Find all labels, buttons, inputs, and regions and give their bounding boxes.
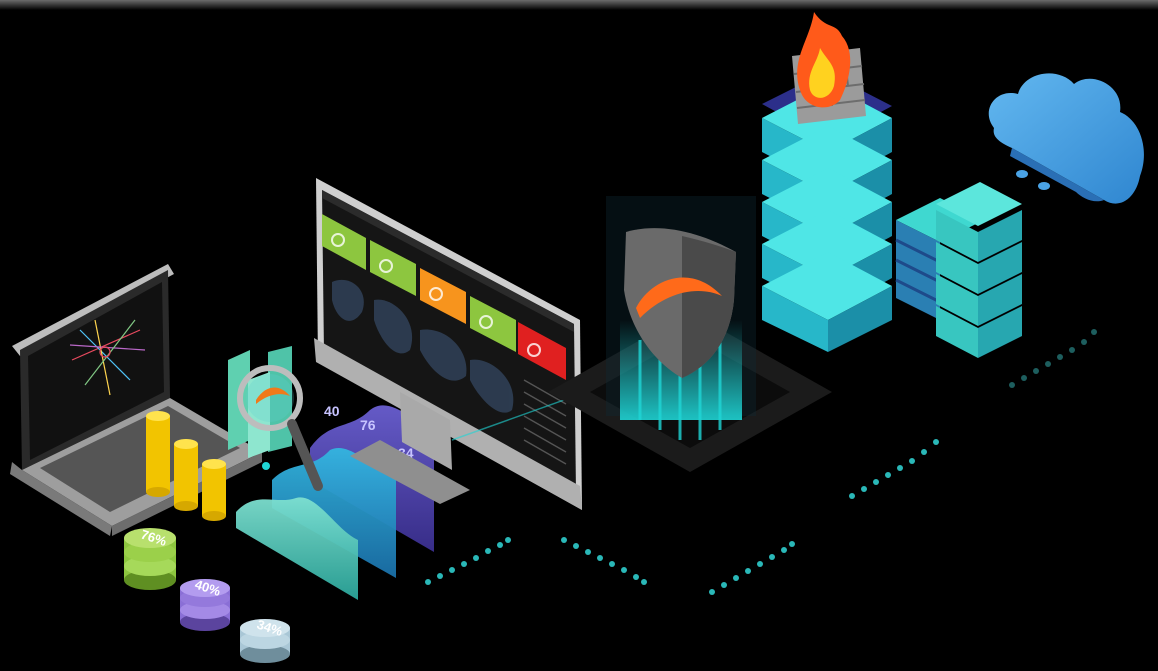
top-bar	[0, 0, 1158, 10]
server-rack-icon	[936, 182, 1022, 358]
magnifier-icon	[228, 346, 323, 491]
monitor-icon	[314, 178, 582, 510]
shield-icon	[624, 228, 736, 378]
connector-dots	[425, 329, 1097, 595]
coin-stack-icon	[146, 411, 226, 521]
disc-stack-silver	[240, 619, 290, 663]
wave-label-76: 76	[360, 417, 376, 433]
disc-stack-lime	[124, 528, 176, 590]
wave-label-40: 40	[324, 403, 340, 419]
disc-stack-purple	[180, 579, 230, 631]
firewall-icon	[792, 12, 866, 124]
cloud-icon	[988, 73, 1144, 204]
